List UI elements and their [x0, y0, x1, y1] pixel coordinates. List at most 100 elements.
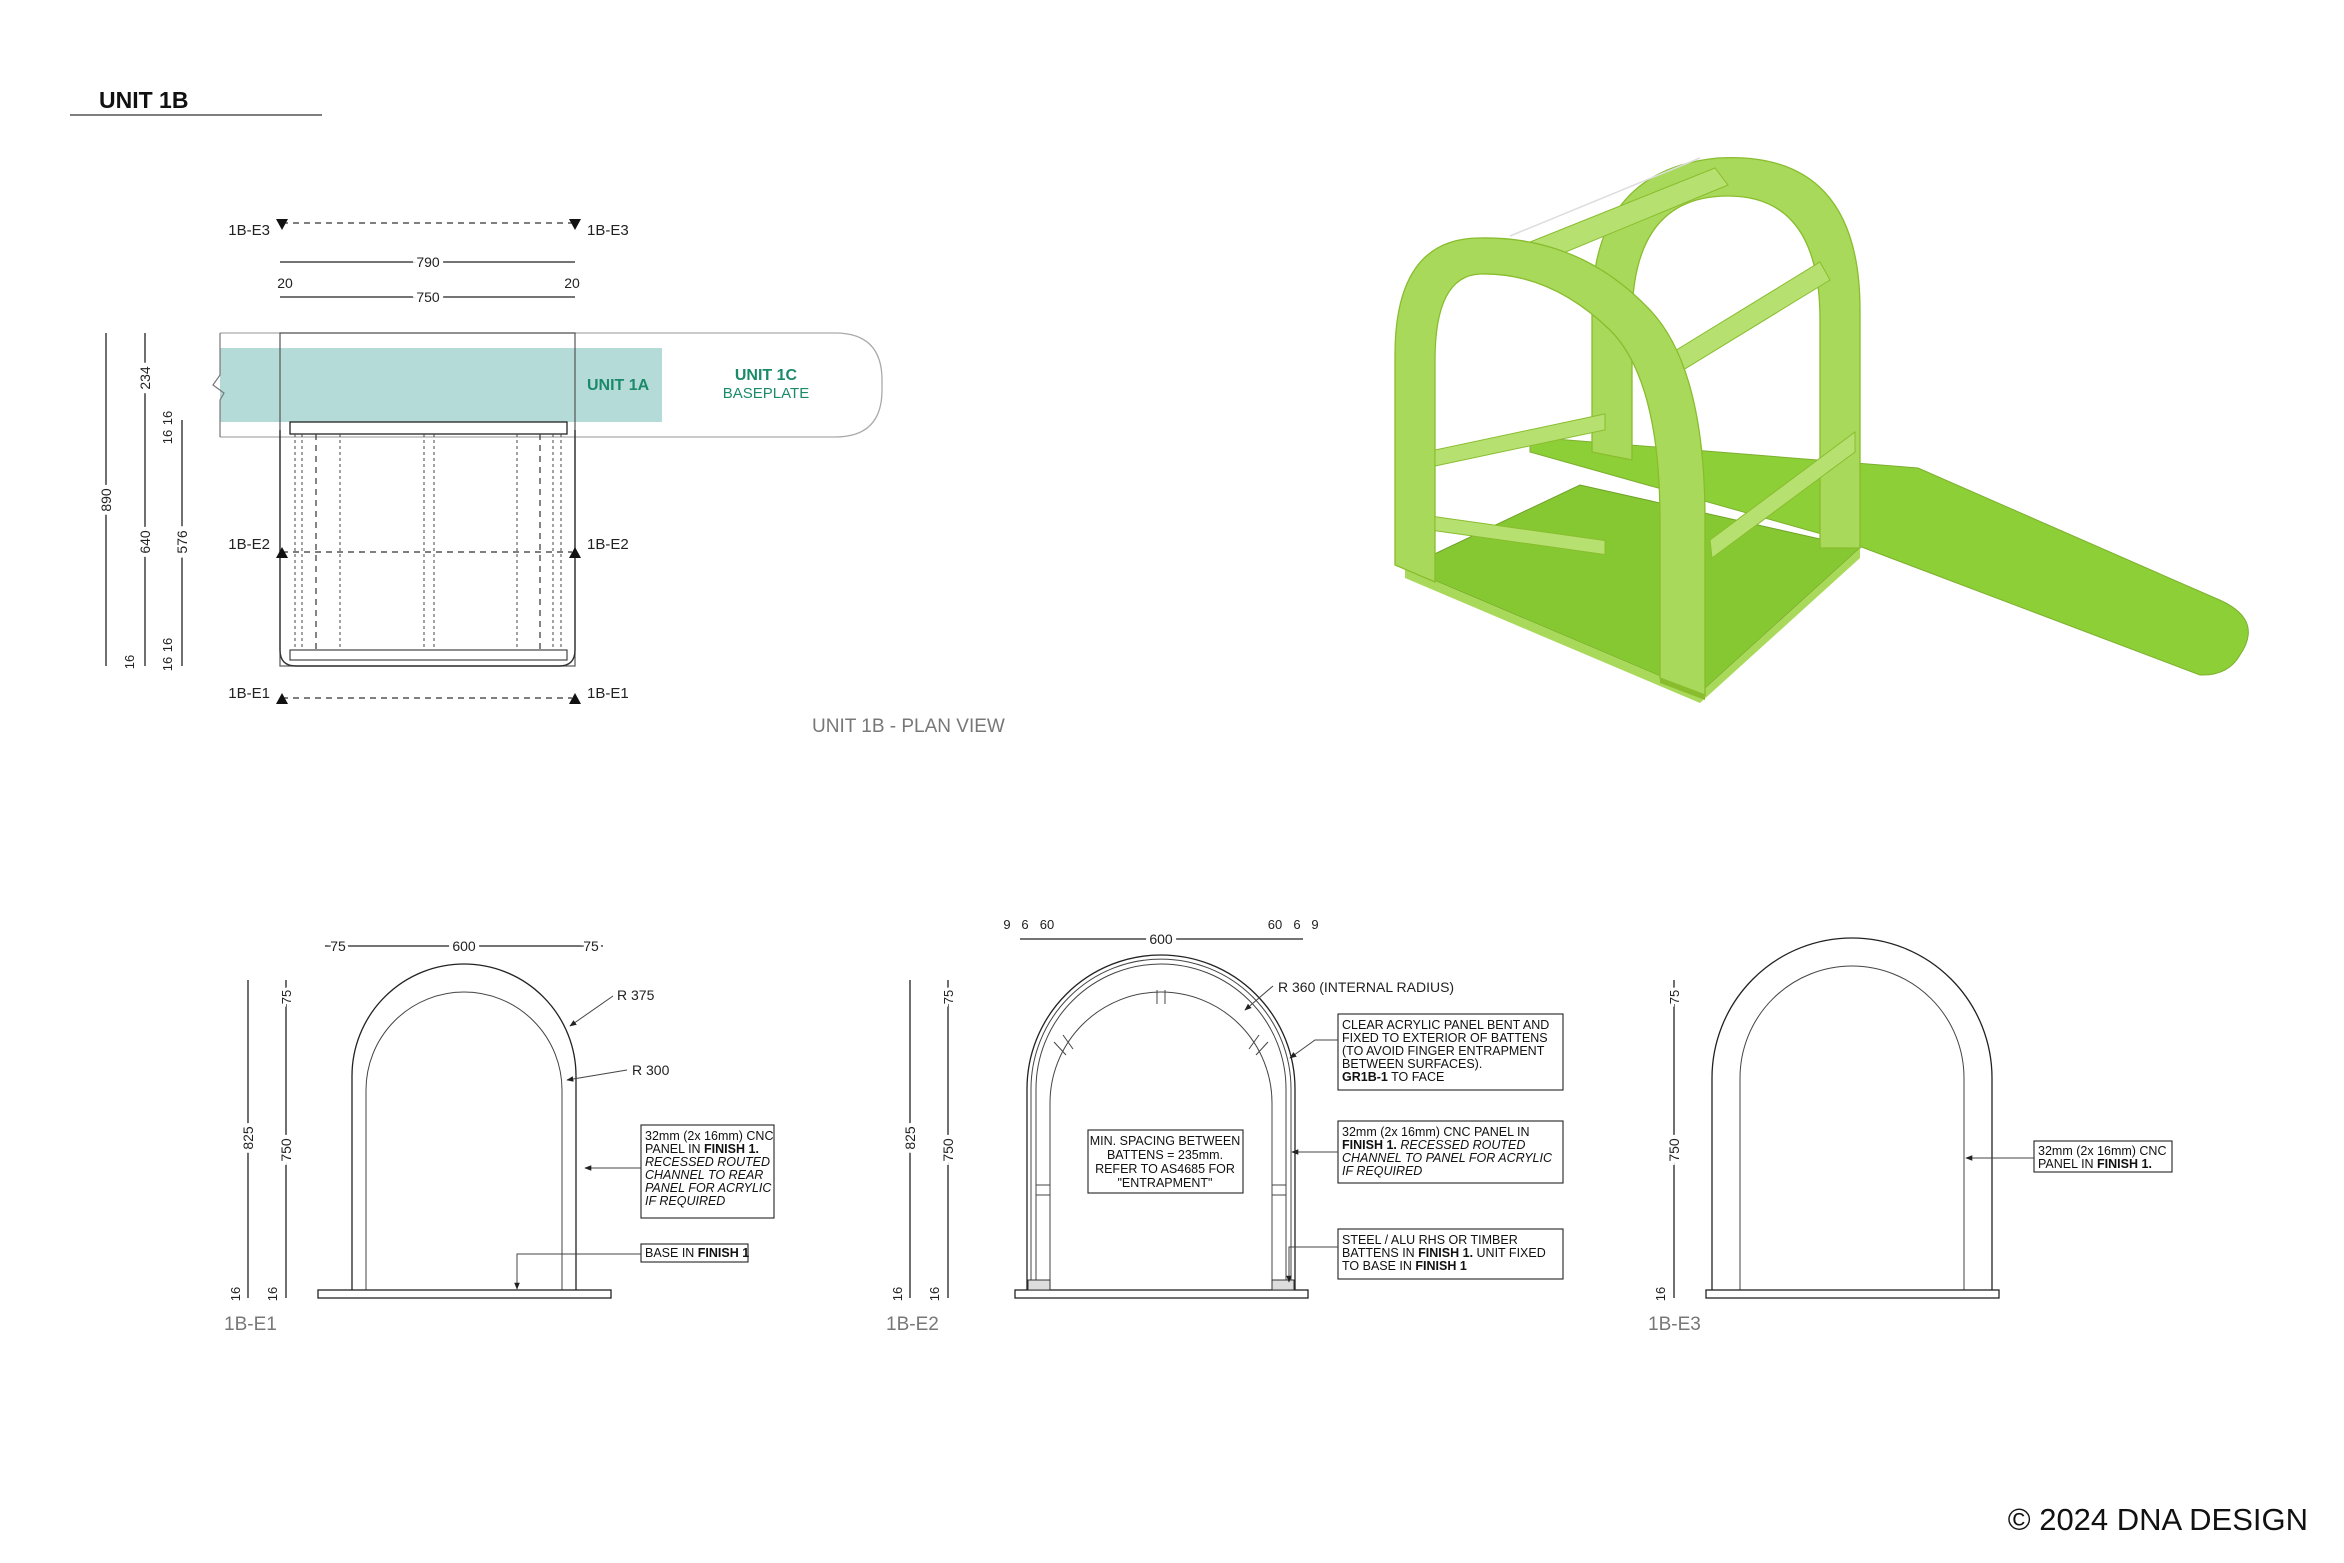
e2-dim-60-left: 60	[1040, 917, 1054, 932]
e3-caption: 1B-E3	[1648, 1314, 1701, 1335]
e1-dim-750-vert: 750	[278, 1138, 294, 1162]
e2-panel-note-finish: FINISH 1.	[1342, 1138, 1397, 1152]
section-tag-e3-right: 1B-E3	[587, 222, 629, 239]
section-tag-e2-right: 1B-E2	[587, 536, 629, 553]
e2-spacing-note-l4: "ENTRAPMENT"	[1118, 1176, 1213, 1190]
e3-base	[1705, 1289, 2000, 1299]
e2-caption: 1B-E2	[886, 1314, 939, 1335]
svg-text:BATTENS IN FINISH 1. UNIT FIXE: BATTENS IN FINISH 1. UNIT FIXED	[1342, 1246, 1546, 1260]
e1-panel-note-l3: RECESSED ROUTED	[645, 1155, 770, 1169]
elevation-1b-e1: 75 600 75 825 75 750 16 16 R 375 R 300 3…	[224, 934, 775, 1335]
e2-outer-arch	[1026, 954, 1296, 1290]
e2-dim-60-right: 60	[1268, 917, 1282, 932]
e2-batten-foot-right	[1271, 1279, 1295, 1291]
iso-front-arch-side	[1660, 678, 1705, 700]
dim-20-left: 20	[277, 275, 293, 291]
e2-dim-9-right: 9	[1311, 917, 1318, 932]
unit-1c-label: UNIT 1C	[735, 367, 798, 384]
dim-890: 890	[98, 488, 114, 512]
svg-text:32mm (2x 16mm) CNC: 32mm (2x 16mm) CNC	[645, 1129, 774, 1143]
front-panel	[289, 649, 568, 661]
e1-panel-note-l2: PANEL IN	[645, 1142, 704, 1156]
e1-r300-label: R 300	[632, 1062, 670, 1078]
dim-16-e: 16	[160, 657, 175, 671]
e3-outer-arch	[1711, 937, 1993, 1290]
e1-panel-note-box	[640, 1124, 775, 1219]
e1-caption: 1B-E1	[224, 1314, 277, 1335]
e1-panel-note-l6: IF REQUIRED	[645, 1194, 725, 1208]
e3-panel-note-l1: 32mm (2x 16mm) CNC	[2038, 1144, 2167, 1158]
plan-view-caption: UNIT 1B - PLAN VIEW	[812, 716, 1005, 737]
dim-16-a: 16	[160, 411, 175, 425]
e1-panel-note-l4: CHANNEL TO REAR	[645, 1168, 763, 1182]
e2-acrylic-note-l2: FIXED TO EXTERIOR OF BATTENS	[1342, 1031, 1548, 1045]
copyright: © 2024 DNA DESIGN	[2008, 1502, 2308, 1537]
section-tag-e2-left: 1B-E2	[228, 536, 270, 553]
svg-text:PANEL IN FINISH 1.: PANEL IN FINISH 1.	[645, 1142, 759, 1156]
plan-view: UNIT 1A UNIT 1C BASEPLATE 1B-E3 1B-E3 1B…	[94, 219, 1005, 737]
e2-dim-6-right: 6	[1293, 917, 1300, 932]
e3-panel-note-l2: PANEL IN	[2038, 1157, 2097, 1171]
unit-1c-baseplate-outline	[220, 332, 883, 438]
e1-base-note-box	[640, 1243, 749, 1263]
section-tag-e1-left: 1B-E1	[228, 685, 270, 702]
e2-acrylic-note-l4: BETWEEN SURFACES).	[1342, 1057, 1482, 1071]
e1-dim-75-vert: 75	[279, 990, 294, 1004]
e2-panel-note-box	[1337, 1120, 1564, 1184]
dim-576: 576	[174, 530, 190, 554]
iso-baseplate-extension	[1529, 436, 2249, 676]
break-line	[212, 333, 225, 437]
e3-dim-16: 16	[1653, 1287, 1668, 1301]
e2-acrylic-note-box	[1337, 1013, 1564, 1091]
e2-spacing-note-l3: REFER TO AS4685 FOR	[1095, 1162, 1235, 1176]
svg-text:BASE IN FINISH 1: BASE IN FINISH 1	[645, 1246, 749, 1260]
e2-panel-note-l4: IF REQUIRED	[1342, 1164, 1422, 1178]
e1-panel-note-l5: PANEL FOR ACRYLIC	[645, 1181, 772, 1195]
e1-base-note-l1: BASE IN	[645, 1246, 698, 1260]
section-tag-e1-right: 1B-E1	[587, 685, 629, 702]
iso-front-batten-upper	[1434, 413, 1606, 467]
e1-base-note-finish: FINISH 1	[698, 1246, 749, 1260]
e2-r360-label: R 360 (INTERNAL RADIUS)	[1278, 979, 1454, 995]
e2-spacing-note-l1: MIN. SPACING BETWEEN	[1090, 1134, 1240, 1148]
e1-base	[317, 1289, 612, 1299]
e2-batten-foot-left	[1027, 1279, 1051, 1291]
isometric-view	[1394, 156, 2249, 703]
iso-base-slab-edge	[1405, 548, 1860, 703]
unit-1b-base	[279, 430, 576, 667]
e1-outer-arch	[351, 963, 577, 1290]
e2-steel-note-box	[1337, 1228, 1564, 1280]
svg-text:CHANNEL TO REAR: CHANNEL TO REAR	[645, 1168, 763, 1182]
sheet-title: UNIT 1B	[99, 87, 188, 113]
e1-r375-label: R 375	[617, 987, 655, 1003]
dim-16-d: 16	[160, 638, 175, 652]
e2-panel-note-l1: 32mm (2x 16mm) CNC PANEL IN	[1342, 1125, 1530, 1139]
elevation-1b-e3: 75 750 16 32mm (2x 16mm) CNC PANEL IN FI…	[1648, 937, 2173, 1335]
svg-text:TO BASE IN FINISH 1: TO BASE IN FINISH 1	[1342, 1259, 1467, 1273]
dim-790: 790	[416, 254, 440, 270]
e2-steel-note-l1: STEEL / ALU RHS OR TIMBER	[1342, 1233, 1518, 1247]
e3-inner-arch	[1739, 965, 1965, 1290]
e2-dim-16-b: 16	[927, 1287, 942, 1301]
e1-dim-825: 825	[240, 1126, 256, 1150]
svg-text:PANEL IN FINISH 1.: PANEL IN FINISH 1.	[2038, 1157, 2152, 1171]
baseplate-label: BASEPLATE	[723, 385, 809, 402]
dim-16-b: 16	[160, 430, 175, 444]
unit-1a-label: UNIT 1A	[587, 377, 650, 394]
e2-spacing-note-l2: BATTENS = 235mm.	[1107, 1148, 1223, 1162]
dim-234: 234	[137, 366, 153, 390]
e2-dim-9-left: 9	[1003, 917, 1010, 932]
e2-acrylic-note-l1: CLEAR ACRYLIC PANEL BENT AND	[1342, 1018, 1549, 1032]
iso-acrylic-edge	[1509, 157, 1701, 237]
e1-dim-75-left: 75	[330, 938, 346, 954]
e2-base	[1014, 1289, 1309, 1299]
svg-text:IF REQUIRED: IF REQUIRED	[645, 1194, 725, 1208]
unit-1a-band	[220, 348, 662, 422]
svg-text:RECESSED ROUTED: RECESSED ROUTED	[645, 1155, 770, 1169]
e2-steel-note-finish-a: FINISH 1.	[1418, 1246, 1473, 1260]
e2-dim-600: 600	[1149, 931, 1173, 947]
rear-panel	[289, 421, 568, 435]
e2-panel-note-l2: RECESSED ROUTED	[1397, 1138, 1526, 1152]
e2-steel-note-finish-b: FINISH 1	[1415, 1259, 1466, 1273]
